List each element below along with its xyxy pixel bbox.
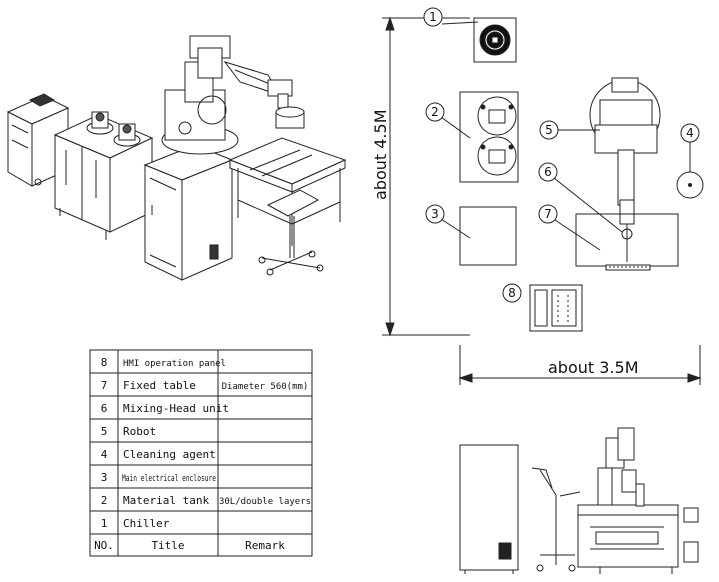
callout-7: 7 bbox=[539, 205, 600, 250]
table-row-5-no: 5 bbox=[101, 425, 108, 438]
callout-4: 4 bbox=[681, 124, 699, 172]
fixed-table-plan bbox=[576, 214, 678, 270]
table-row-2-remark: 30L/double layers bbox=[219, 497, 311, 507]
height-dimension-label: about 4.5M bbox=[371, 110, 390, 201]
mixing-head-plan bbox=[622, 224, 632, 262]
table-header-no: NO. bbox=[94, 539, 114, 552]
table-header-remark: Remark bbox=[245, 539, 285, 552]
callout-2: 2 bbox=[426, 103, 470, 138]
callout-1: 1 bbox=[424, 8, 478, 26]
svg-text:5: 5 bbox=[545, 123, 553, 137]
callout-5: 5 bbox=[540, 121, 600, 139]
table-row-2-title: Material tank bbox=[123, 494, 209, 507]
svg-text:3: 3 bbox=[431, 207, 439, 221]
robot-iso bbox=[161, 36, 292, 155]
table-row-8-title: HMI operation panel bbox=[123, 359, 226, 369]
table-row-2-no: 2 bbox=[101, 494, 108, 507]
parts-table: 8 HMI operation panel 7 Fixed table Diam… bbox=[90, 350, 312, 556]
width-dimension bbox=[460, 345, 700, 385]
table-row-4-no: 4 bbox=[101, 448, 108, 461]
table-row-1-title: Chiller bbox=[123, 517, 170, 530]
svg-text:6: 6 bbox=[544, 165, 552, 179]
height-dimension bbox=[382, 18, 470, 335]
material-tank-iso bbox=[55, 112, 152, 240]
callout-3: 3 bbox=[426, 205, 470, 238]
callout-8: 8 bbox=[503, 284, 521, 302]
isometric-view bbox=[8, 36, 345, 280]
table-row-8-no: 8 bbox=[101, 356, 108, 369]
hmi-stand-iso bbox=[259, 190, 323, 275]
table-row-7-remark: Diameter 560(mm) bbox=[222, 382, 309, 392]
table-header-title: Title bbox=[151, 539, 184, 552]
callout-6: 6 bbox=[539, 163, 622, 232]
front-elevation bbox=[460, 428, 698, 574]
cleaning-agent-plan bbox=[677, 172, 703, 198]
table-row-4-title: Cleaning agent bbox=[123, 448, 216, 461]
electrical-enclosure-iso bbox=[145, 145, 232, 280]
table-row-3-title: Main electrical enclosure bbox=[122, 474, 216, 484]
chiller-plan bbox=[474, 18, 516, 62]
table-row-7-title: Fixed table bbox=[123, 379, 196, 392]
plan-view: about 4.5M bbox=[371, 8, 703, 385]
hmi-panel-plan bbox=[530, 285, 582, 331]
material-tank-plan bbox=[460, 92, 518, 182]
table-row-5-title: Robot bbox=[123, 425, 156, 438]
table-row-7-no: 7 bbox=[101, 379, 108, 392]
svg-text:1: 1 bbox=[429, 10, 437, 24]
table-row-1-no: 1 bbox=[101, 517, 108, 530]
svg-text:8: 8 bbox=[508, 286, 516, 300]
svg-text:2: 2 bbox=[431, 105, 439, 119]
table-row-6-title: Mixing-Head unit bbox=[123, 402, 229, 415]
svg-text:4: 4 bbox=[686, 126, 694, 140]
robot-plan bbox=[590, 78, 660, 224]
svg-text:7: 7 bbox=[544, 207, 552, 221]
table-row-3-no: 3 bbox=[101, 471, 108, 484]
table-row-6-no: 6 bbox=[101, 402, 108, 415]
width-dimension-label: about 3.5M bbox=[548, 358, 639, 377]
electrical-enclosure-plan bbox=[460, 207, 516, 265]
fixed-table-iso bbox=[230, 106, 345, 246]
